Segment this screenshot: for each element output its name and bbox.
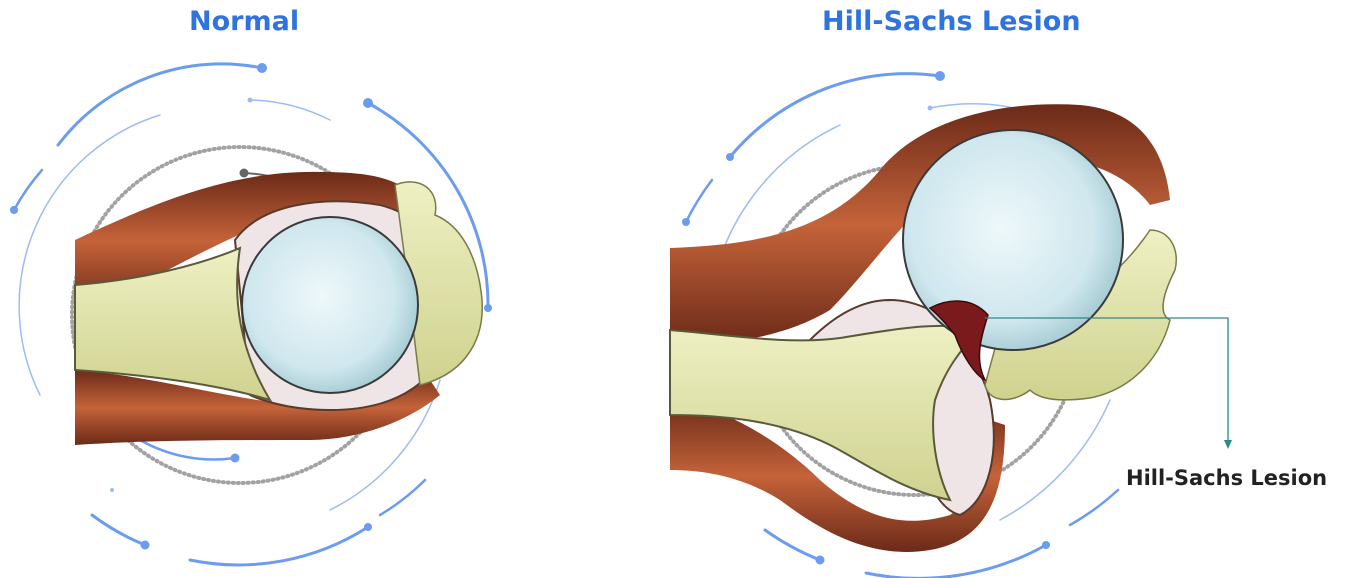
ring-dot: [816, 556, 825, 565]
ring-arc: [686, 180, 712, 222]
ring-arc: [765, 530, 820, 560]
hill-sachs-callout-label: Hill-Sachs Lesion: [1126, 466, 1327, 490]
ring-dot: [726, 153, 734, 161]
humeral-head: [903, 130, 1123, 350]
ring-dot: [935, 71, 945, 81]
leader-arrowhead: [1224, 440, 1232, 449]
ring-arc: [1070, 490, 1118, 525]
shoulder-anatomy-lesion: [670, 104, 1176, 552]
ring-dot: [1042, 541, 1050, 549]
ring-dot: [928, 106, 933, 111]
ring-dot: [682, 218, 690, 226]
